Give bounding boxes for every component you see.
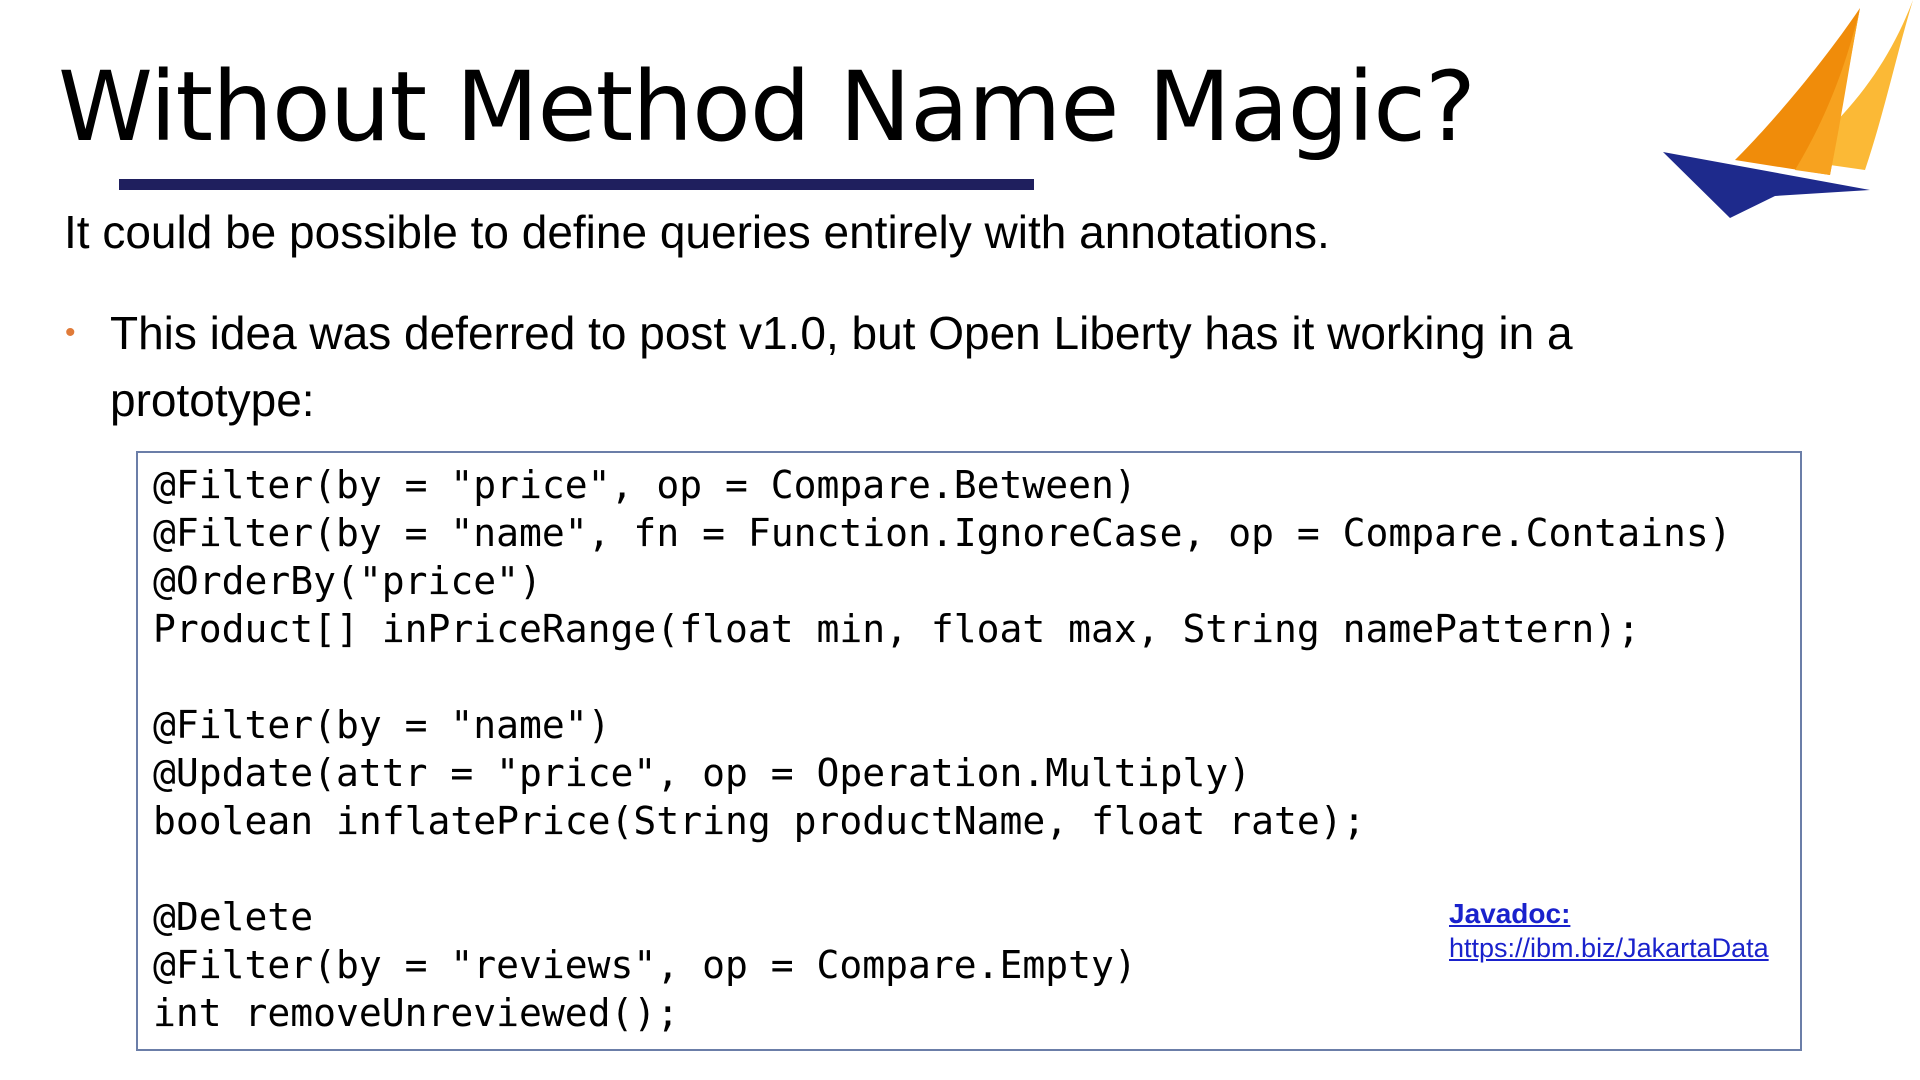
code-line: @Filter(by = "reviews", op = Compare.Emp… (153, 943, 1137, 987)
code-line: Product[] inPriceRange(float min, float … (153, 607, 1641, 651)
code-line: boolean inflatePrice(String productName,… (153, 799, 1366, 843)
javadoc-label: Javadoc: (1449, 898, 1571, 929)
code-line: @Update(attr = "price", op = Operation.M… (153, 751, 1252, 795)
title-underline (119, 179, 1034, 190)
subtitle: It could be possible to define queries e… (64, 206, 1330, 258)
bullet-marker: • (65, 316, 76, 349)
slide-title: Without Method Name Magic? (58, 51, 1476, 163)
code-block: @Filter(by = "price", op = Compare.Betwe… (136, 451, 1802, 1051)
logo-mid-sail (1795, 8, 1860, 175)
logo-hull (1663, 152, 1870, 218)
code-line: @Delete (153, 895, 314, 939)
bullet-text: This idea was deferred to post v1.0, but… (110, 307, 1573, 426)
sailboat-logo-icon (1663, 0, 1913, 218)
code-line: @Filter(by = "price", op = Compare.Betwe… (153, 463, 1137, 507)
code-line: @Filter(by = "name", fn = Function.Ignor… (153, 511, 1732, 555)
code-line: int removeUnreviewed(); (153, 991, 680, 1035)
code-line: @OrderBy("price") (153, 559, 542, 603)
code-line: @Filter(by = "name") (153, 703, 611, 747)
javadoc-link[interactable]: https://ibm.biz/JakartaData (1449, 933, 1769, 963)
javadoc-reference: Javadoc: https://ibm.biz/JakartaData (1449, 897, 1769, 965)
